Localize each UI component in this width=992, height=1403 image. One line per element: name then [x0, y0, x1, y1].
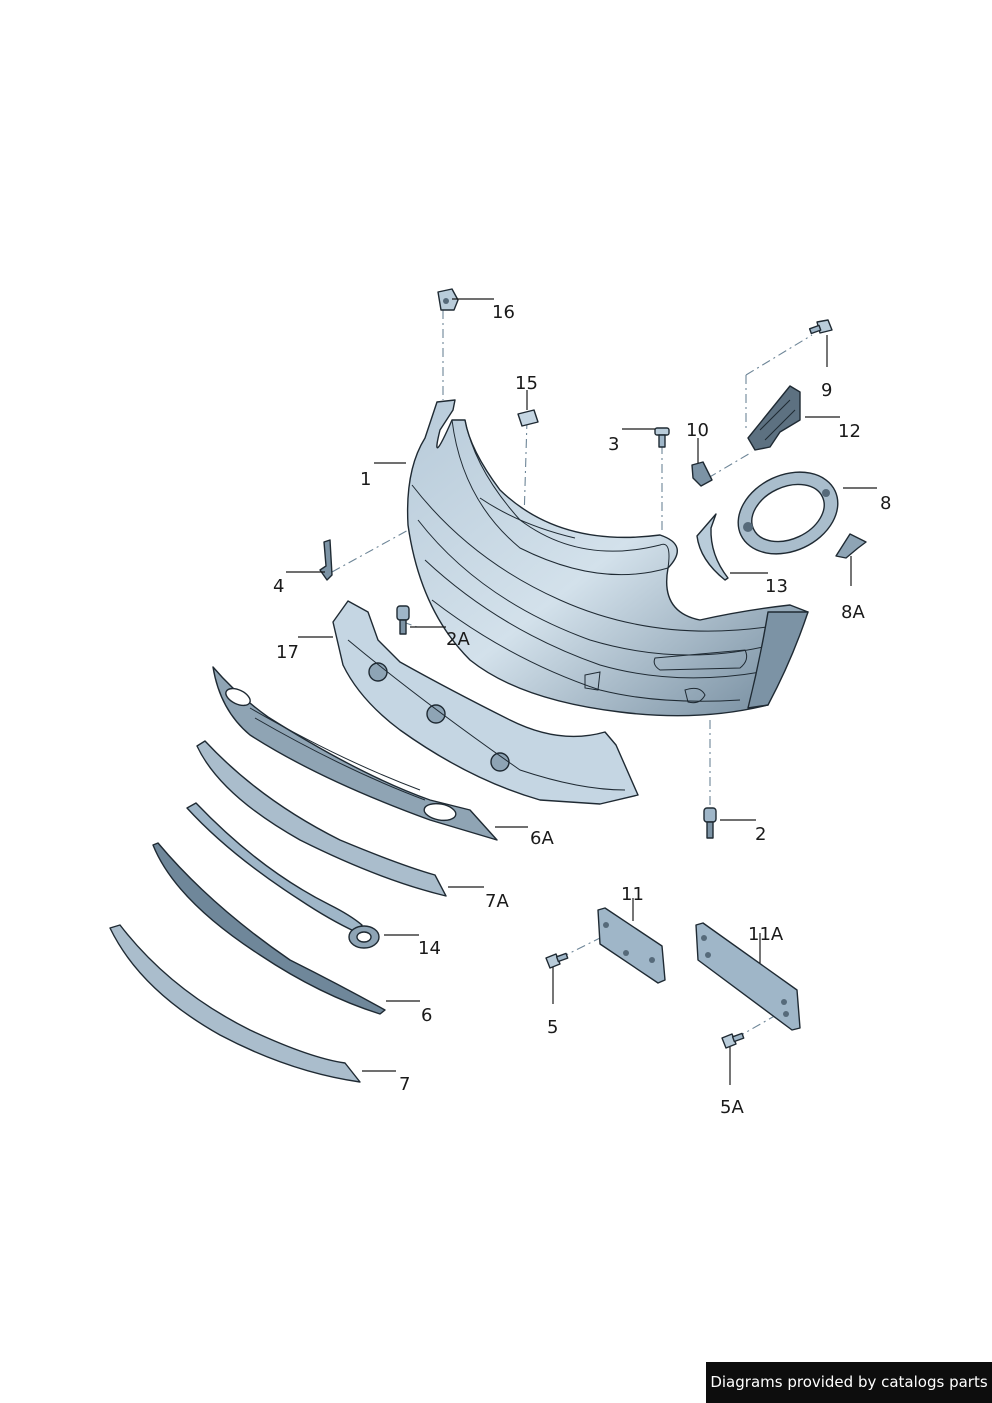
callout-4: 4	[273, 576, 284, 597]
screw-3[interactable]	[654, 427, 670, 448]
callout-5A: 5A	[720, 1097, 744, 1118]
callout-9: 9	[821, 380, 832, 401]
callout-11A: 11A	[748, 924, 784, 945]
screw-5[interactable]	[545, 952, 569, 969]
callout-15: 15	[515, 373, 538, 394]
screw-9[interactable]	[808, 319, 833, 335]
callout-7: 7	[399, 1074, 410, 1095]
screw-5A[interactable]	[721, 1032, 745, 1049]
credit-text: Diagrams provided by catalogs parts	[710, 1373, 988, 1391]
leader-lines	[286, 298, 877, 1085]
callout-8A: 8A	[841, 602, 865, 623]
stud-2[interactable]	[703, 807, 717, 839]
callout-14: 14	[418, 938, 441, 959]
callout-1: 1	[360, 469, 371, 490]
clip-8A[interactable]	[835, 533, 867, 559]
clip-10[interactable]	[691, 461, 713, 487]
absorber-17[interactable]	[332, 600, 639, 805]
trim-strip-13[interactable]	[696, 513, 729, 581]
trim-strip-7[interactable]	[109, 924, 361, 1083]
callout-6A: 6A	[530, 828, 554, 849]
callout-6: 6	[421, 1005, 432, 1026]
plate-bracket-11A[interactable]	[695, 922, 801, 1031]
grille-mesh-6A[interactable]	[212, 666, 498, 841]
credit-banner: Diagrams provided by catalogs parts	[706, 1362, 992, 1403]
callout-11: 11	[621, 884, 644, 905]
stud-2A[interactable]	[396, 605, 410, 635]
callout-5: 5	[547, 1017, 558, 1038]
clip-4[interactable]	[319, 539, 333, 581]
callout-12: 12	[838, 421, 861, 442]
clip-16[interactable]	[437, 288, 459, 311]
callout-labels: 16 15 1 3 10 9 12 8 4 2A 17 13 8A 6A 2 7…	[273, 302, 891, 1118]
plate-bracket-11[interactable]	[597, 907, 666, 984]
bumper-cover[interactable]	[406, 399, 809, 717]
trim-strip-7A[interactable]	[196, 740, 447, 897]
callout-2A: 2A	[446, 629, 470, 650]
callout-13: 13	[765, 576, 788, 597]
trim-strip-14[interactable]	[186, 802, 380, 949]
callout-2: 2	[755, 824, 766, 845]
callout-16: 16	[492, 302, 515, 323]
fog-lamp-frame-8[interactable]	[725, 457, 851, 570]
callout-17: 17	[276, 642, 299, 663]
callout-10: 10	[686, 420, 709, 441]
callout-7A: 7A	[485, 891, 509, 912]
bracket-12[interactable]	[747, 385, 801, 451]
cap-15[interactable]	[517, 409, 539, 427]
callout-3: 3	[608, 434, 619, 455]
chrome-strip-6[interactable]	[152, 842, 386, 1015]
callout-8: 8	[880, 493, 891, 514]
